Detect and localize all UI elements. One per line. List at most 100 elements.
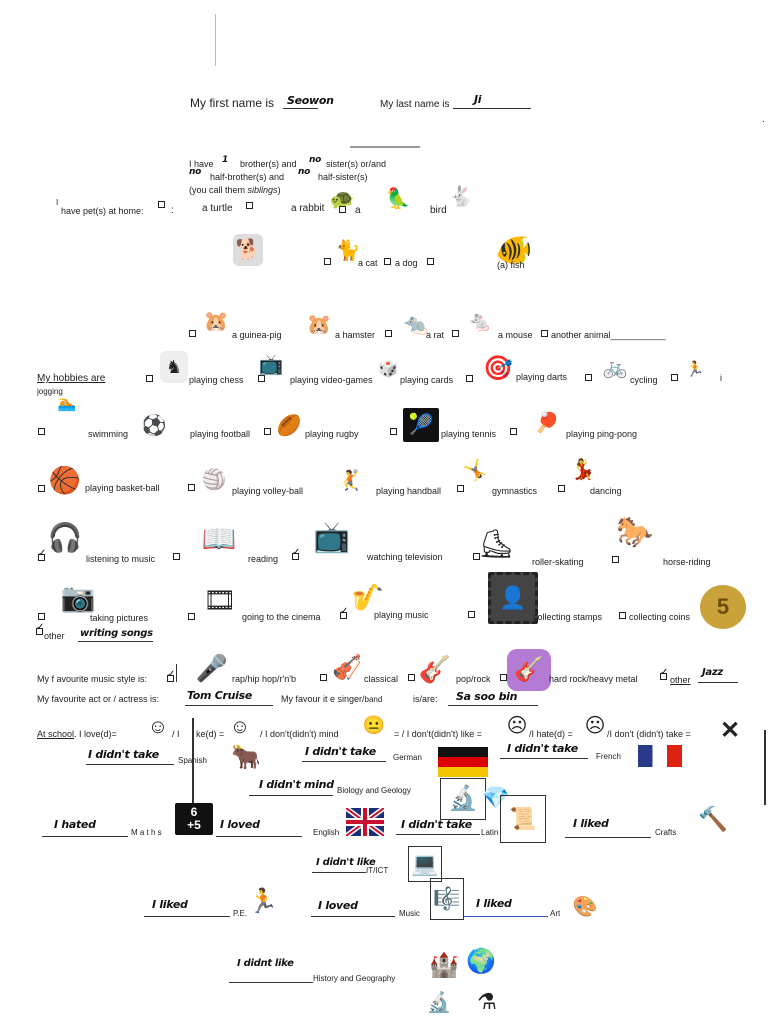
maths-card-bottom: +5 bbox=[187, 818, 201, 832]
rabbit-checkbox[interactable] bbox=[339, 206, 346, 213]
maths-answer[interactable]: I hated bbox=[54, 818, 96, 831]
pictures-checkbox[interactable] bbox=[38, 613, 45, 620]
stamps-checkbox[interactable] bbox=[468, 611, 475, 618]
half-brothers-value[interactable]: no bbox=[189, 167, 201, 177]
guinea-pig-checkbox[interactable] bbox=[189, 330, 196, 337]
film-icon: 🎞 bbox=[203, 585, 237, 615]
swimmer-icon: 🏊 bbox=[57, 394, 77, 412]
legend-take: /I don't (didn't) take = bbox=[607, 729, 691, 739]
television-checkbox[interactable] bbox=[292, 547, 300, 560]
turtle-checkbox[interactable] bbox=[246, 202, 253, 209]
rocker-icon: 🎸 bbox=[507, 649, 551, 691]
dog-checkbox[interactable] bbox=[384, 258, 391, 265]
volleyball-checkbox[interactable] bbox=[188, 484, 195, 491]
brothers-value[interactable]: 1 bbox=[222, 155, 228, 165]
listening-music-checkbox[interactable] bbox=[38, 548, 46, 561]
swimming-checkbox[interactable] bbox=[38, 428, 45, 435]
last-name-value[interactable]: Ji bbox=[474, 93, 482, 106]
cycling-checkbox[interactable] bbox=[671, 374, 678, 381]
sisters-label: sister(s) or/and bbox=[326, 159, 387, 169]
horse-checkbox[interactable] bbox=[612, 556, 619, 563]
first-name-value[interactable]: Seowon bbox=[287, 94, 334, 107]
tennis-checkbox[interactable] bbox=[510, 428, 517, 435]
musician-icon: 🎼 bbox=[430, 878, 464, 920]
darts-label: playing darts bbox=[516, 372, 568, 382]
first-name-line bbox=[283, 108, 318, 109]
maths-label: M a t h s bbox=[131, 828, 162, 837]
rat-checkbox[interactable] bbox=[452, 330, 459, 337]
runner2-icon: 🏃 bbox=[248, 888, 278, 915]
french-answer[interactable]: I didn't take bbox=[507, 742, 578, 755]
rap-checkbox[interactable] bbox=[167, 669, 175, 682]
pop-checkbox[interactable] bbox=[408, 674, 415, 681]
german-answer[interactable]: I didn't take bbox=[305, 745, 376, 758]
chess-checkbox[interactable] bbox=[146, 375, 153, 382]
pets-intro-checkbox[interactable] bbox=[158, 201, 165, 208]
last-name-line bbox=[453, 108, 531, 109]
singer-label-text: My favour it e singer/ bbox=[281, 694, 365, 704]
actor-value[interactable]: Tom Cruise bbox=[187, 689, 253, 702]
hamster-checkbox[interactable] bbox=[385, 330, 392, 337]
coin-icon: 5 bbox=[700, 585, 746, 629]
darts-checkbox[interactable] bbox=[585, 374, 592, 381]
rabbit-label: a rabbit bbox=[291, 203, 325, 214]
half-sisters-label: half-sister(s) bbox=[318, 172, 368, 182]
music-answer[interactable]: I loved bbox=[318, 899, 358, 912]
cat-checkbox[interactable] bbox=[324, 258, 331, 265]
smile-big-icon: ☺ bbox=[147, 716, 169, 738]
cross-icon: ✕ bbox=[719, 717, 741, 744]
reading-checkbox[interactable] bbox=[173, 553, 180, 560]
art-answer[interactable]: I liked bbox=[476, 897, 512, 910]
crafts-label: Crafts bbox=[655, 828, 677, 837]
pets-intro: have pet(s) at home: bbox=[61, 206, 144, 216]
biology-answer[interactable]: I didn't mind bbox=[259, 778, 334, 791]
latin-answer[interactable]: I didn't take bbox=[401, 818, 472, 831]
tv-icon: 📺 bbox=[258, 354, 284, 376]
spanish-answer[interactable]: I didn't take bbox=[88, 748, 159, 761]
playing-music-label: playing music bbox=[374, 610, 429, 620]
gymnastics-checkbox[interactable] bbox=[558, 485, 565, 492]
handball-checkbox[interactable] bbox=[457, 485, 464, 492]
half-brothers-label: half-brother(s) and bbox=[210, 172, 285, 182]
history-answer[interactable]: I didnt like bbox=[237, 958, 294, 969]
roller-checkbox[interactable] bbox=[473, 553, 480, 560]
crafts-answer[interactable]: I liked bbox=[573, 817, 609, 830]
other-music-value[interactable]: Jazz bbox=[702, 667, 723, 678]
actor-line bbox=[185, 705, 273, 706]
school-legend: At school. I love(d)= bbox=[37, 729, 117, 739]
coins-checkbox[interactable] bbox=[619, 612, 626, 619]
cinema-checkbox[interactable] bbox=[188, 613, 195, 620]
biology-label: Biology and Geology bbox=[337, 786, 411, 795]
divider-line bbox=[350, 146, 420, 148]
half-sisters-value[interactable]: no bbox=[298, 167, 310, 177]
other-hobby-value[interactable]: writing songs bbox=[80, 628, 153, 639]
hard-rock-checkbox[interactable] bbox=[500, 674, 507, 681]
television-label: watching television bbox=[367, 552, 443, 562]
french-label: French bbox=[596, 752, 621, 761]
football-checkbox[interactable] bbox=[264, 428, 271, 435]
video-games-checkbox[interactable] bbox=[258, 375, 265, 382]
mouse-checkbox[interactable] bbox=[541, 330, 548, 337]
computer-icon: 💻 bbox=[408, 846, 442, 882]
maths-line bbox=[42, 836, 128, 837]
basketball-checkbox[interactable] bbox=[38, 485, 45, 492]
bird-label: bird bbox=[430, 205, 447, 216]
singer-label: My favour it e singer/band bbox=[281, 694, 382, 704]
cards-checkbox[interactable] bbox=[466, 375, 473, 382]
pe-answer[interactable]: I liked bbox=[152, 898, 188, 911]
playing-music-checkbox[interactable] bbox=[340, 606, 348, 619]
dog-label: a dog bbox=[395, 258, 418, 268]
singer-value[interactable]: Sa soo bin bbox=[456, 690, 518, 703]
other-music-checkbox[interactable] bbox=[660, 667, 668, 680]
other-hobby-checkbox[interactable] bbox=[36, 622, 44, 635]
classical-checkbox[interactable] bbox=[320, 674, 327, 681]
rugby-checkbox[interactable] bbox=[390, 428, 397, 435]
other-hobby-line bbox=[78, 641, 153, 642]
runner-icon: 🏃 bbox=[685, 360, 705, 378]
art-line bbox=[464, 916, 548, 917]
ict-answer[interactable]: I didn't like bbox=[316, 857, 376, 868]
english-answer[interactable]: I loved bbox=[220, 818, 260, 831]
fish-checkbox[interactable] bbox=[427, 258, 434, 265]
sisters-value[interactable]: no bbox=[309, 155, 321, 165]
rapper-icon: 🎤 bbox=[195, 653, 229, 683]
